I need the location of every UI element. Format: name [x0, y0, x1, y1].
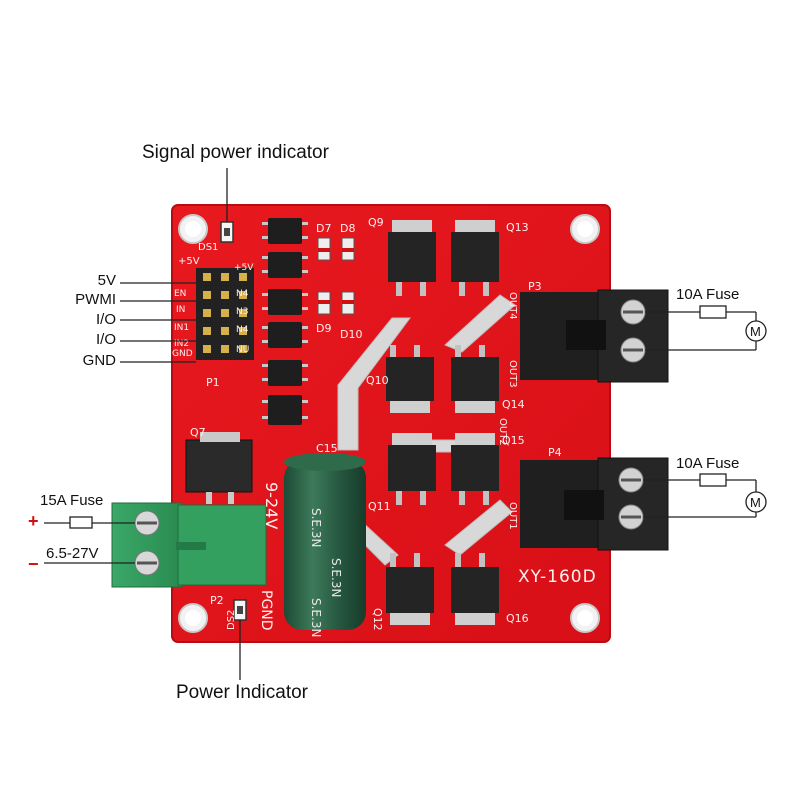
- terminal-p3: [520, 289, 669, 383]
- silk-q12: Q12: [371, 608, 384, 631]
- silk-q11: Q11: [368, 500, 391, 513]
- silk-out4: OUT4: [507, 292, 518, 320]
- silk-model: XY-160D: [518, 567, 597, 587]
- cap-text-3: S.E.3N: [309, 598, 323, 637]
- header-right-4: NU: [236, 345, 249, 355]
- header-left-1: IN: [176, 305, 185, 315]
- silkscreen: +5V DS1 P1 Q7 Q9 Q13 Q10 Q14 Q11 Q15 Q16…: [178, 216, 597, 631]
- silk-voltage: 9-24V: [262, 482, 281, 529]
- cap-text-2: S.E.3N: [329, 558, 343, 597]
- silk-q14: Q14: [502, 398, 525, 411]
- header-right-3: N4: [236, 325, 249, 335]
- silk-pgnd: PGND: [258, 590, 274, 631]
- silk-p1: P1: [206, 376, 220, 389]
- silk-d7: D7: [316, 222, 331, 235]
- silk-d8: D8: [340, 222, 355, 235]
- pin-label-5v: 5V: [97, 272, 116, 289]
- pin-header-p1: [196, 268, 254, 360]
- header-left-2: IN1: [174, 323, 189, 333]
- motor-symbol-top: M: [750, 324, 761, 339]
- input-wiring: [44, 516, 135, 564]
- q7-regulator: [185, 432, 253, 504]
- pin-label-gnd: GND: [82, 352, 116, 369]
- header-left-0: EN: [174, 289, 186, 299]
- output-wiring-bottom: [643, 473, 767, 518]
- silk-ds1: DS1: [198, 242, 218, 253]
- ic-chips: [268, 218, 302, 425]
- pin-label-group: 5V PWMI I/O I/O GND: [40, 272, 116, 372]
- header-left-4: GND: [172, 349, 193, 359]
- silk-q16: Q16: [506, 612, 529, 625]
- signal-power-indicator-label: Signal power indicator: [142, 142, 329, 163]
- header-left-3: IN2: [174, 339, 189, 349]
- header-right-2: N3: [236, 307, 248, 317]
- silk-5v: +5V: [178, 256, 200, 267]
- mounting-holes: [178, 214, 600, 633]
- input-voltage-label: 6.5-27V: [46, 545, 99, 562]
- capacitor-print: S.E.3N S.E.3N S.E.3N: [309, 508, 343, 637]
- silk-p2: P2: [210, 594, 224, 607]
- output-fuse-top-label: 10A Fuse: [676, 286, 740, 303]
- silk-p3: P3: [528, 280, 542, 293]
- silk-q10: Q10: [366, 374, 389, 387]
- plus-symbol: +: [28, 511, 39, 531]
- silk-q13: Q13: [506, 221, 529, 234]
- power-indicator-label: Power Indicator: [176, 682, 309, 703]
- motor-symbol-bottom: M: [750, 495, 761, 510]
- callout-lines: [120, 168, 241, 680]
- silk-d10: D10: [340, 328, 362, 341]
- pin-label-io-2: I/O: [95, 331, 116, 348]
- input-terminal: [111, 502, 267, 588]
- silk-out3: OUT3: [507, 360, 518, 388]
- mosfets: [386, 220, 499, 625]
- pin-label-pwmi: PWMI: [75, 291, 116, 308]
- output-wiring-top: [645, 305, 767, 351]
- diodes: [317, 237, 355, 315]
- terminal-p4: [520, 457, 669, 551]
- silk-out1: OUT1: [507, 502, 518, 530]
- capacitor-c15: [284, 453, 366, 630]
- silk-ds2: DS2: [226, 610, 237, 630]
- silk-q7: Q7: [190, 426, 206, 439]
- input-fuse-label: 15A Fuse: [40, 492, 104, 509]
- silk-c15: C15: [316, 442, 338, 455]
- header-silk: EN IN IN1 IN2 GND +5V N4 N3 N4 NU: [172, 263, 254, 359]
- header-right-1: N4: [236, 289, 249, 299]
- minus-symbol: −: [28, 554, 39, 574]
- silk-q9: Q9: [368, 216, 384, 229]
- silk-d9: D9: [316, 322, 331, 335]
- ic-pins: [262, 222, 308, 419]
- silk-q15: Q15: [502, 434, 525, 447]
- pin-label-io-1: I/O: [95, 311, 116, 328]
- silk-out2: OUT2: [497, 418, 508, 446]
- silk-p4: P4: [548, 446, 562, 459]
- output-fuse-bottom-label: 10A Fuse: [676, 455, 740, 472]
- cap-text-1: S.E.3N: [309, 508, 323, 547]
- header-right-0: +5V: [234, 263, 254, 273]
